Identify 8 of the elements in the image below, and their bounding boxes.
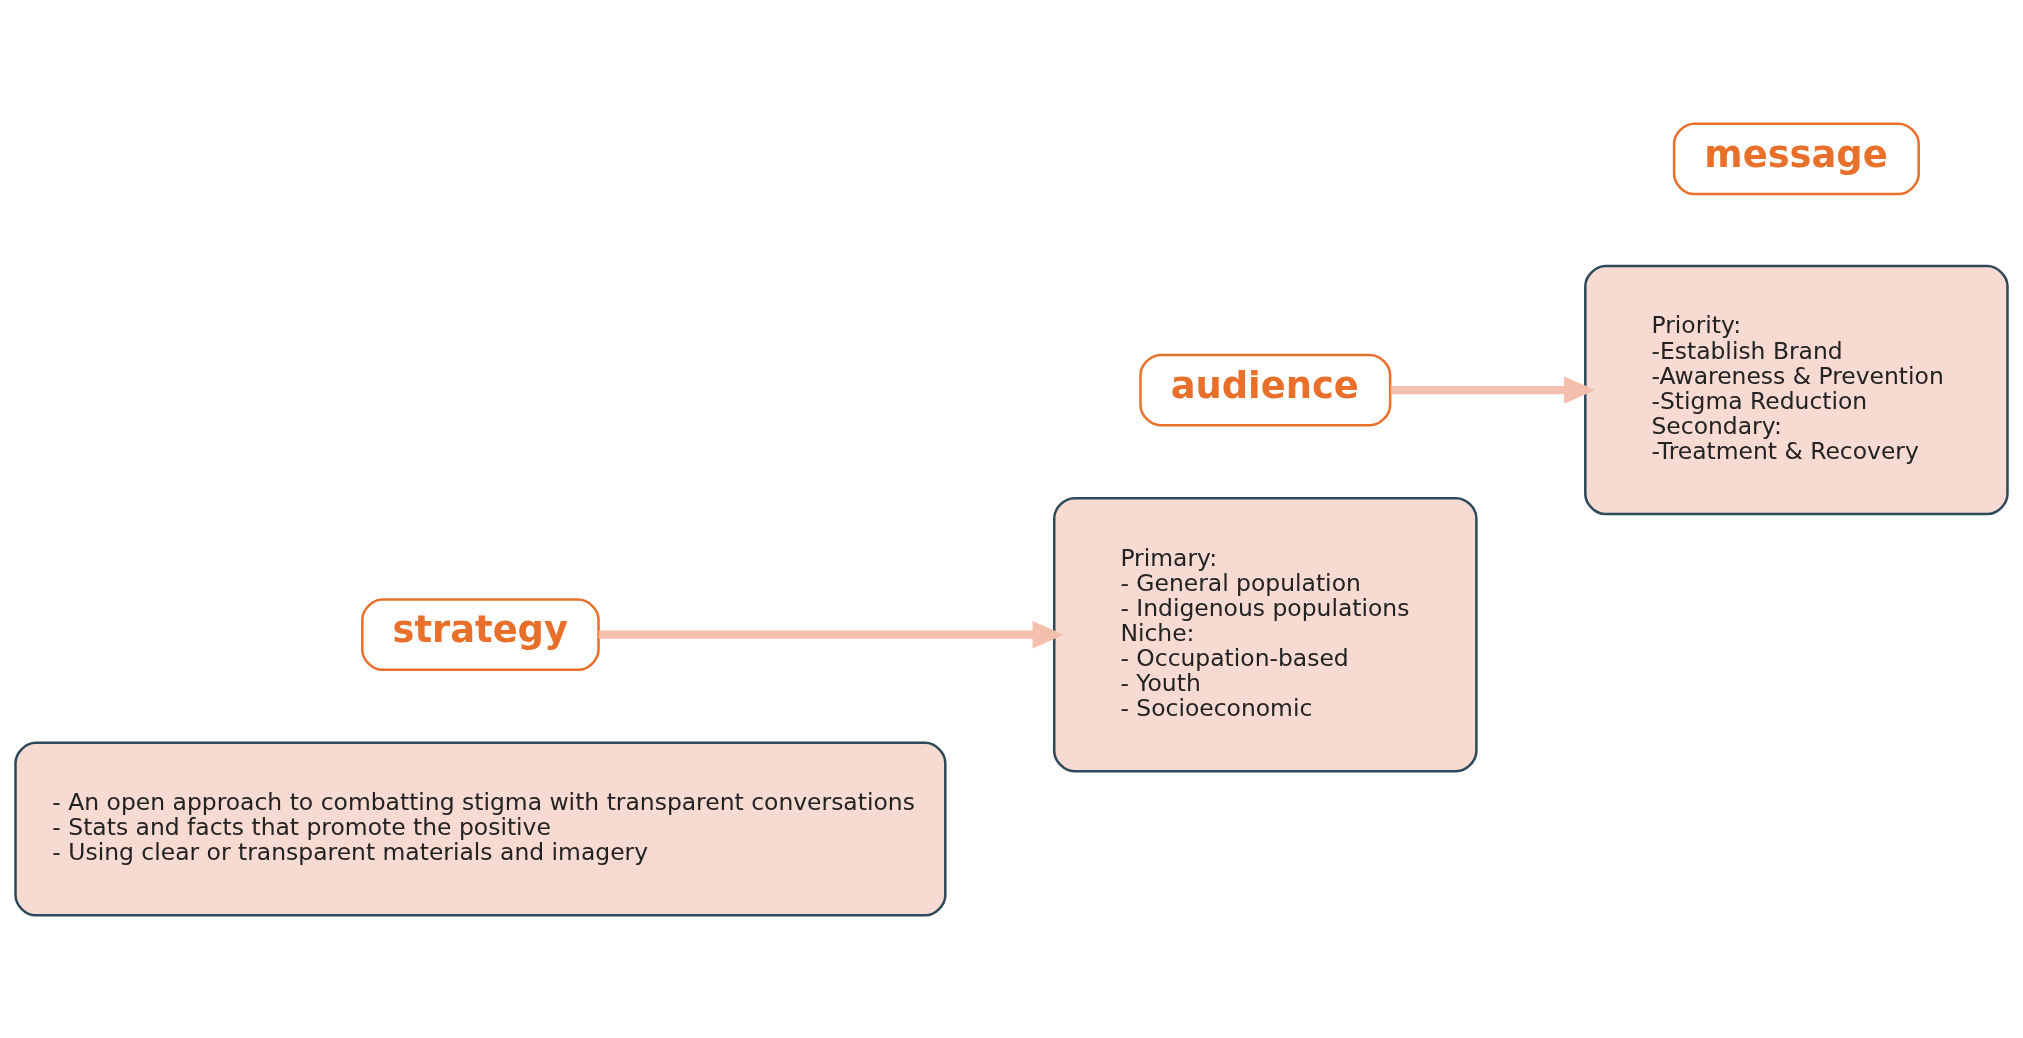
arrow — [598, 620, 1064, 648]
arrow — [1390, 375, 1596, 404]
node-box: - An open approach to combatting stigma with transparent conversations - Stats and facts that promote the positive - Using clear or transparent materials and imagery — [14, 741, 947, 917]
node-box: Priority: -Establish Brand -Awareness & Prevention -Stigma Reduction Secondary: -Treatment & Recovery — [1584, 264, 2009, 515]
node-box: Primary: - General population - Indigenous populations Niche: - Occupation-based - Youth - Socioeconomic — [1052, 496, 1478, 772]
node-box: audience — [1139, 353, 1392, 426]
node-box: message — [1672, 121, 1920, 195]
node-box: strategy — [361, 597, 600, 671]
